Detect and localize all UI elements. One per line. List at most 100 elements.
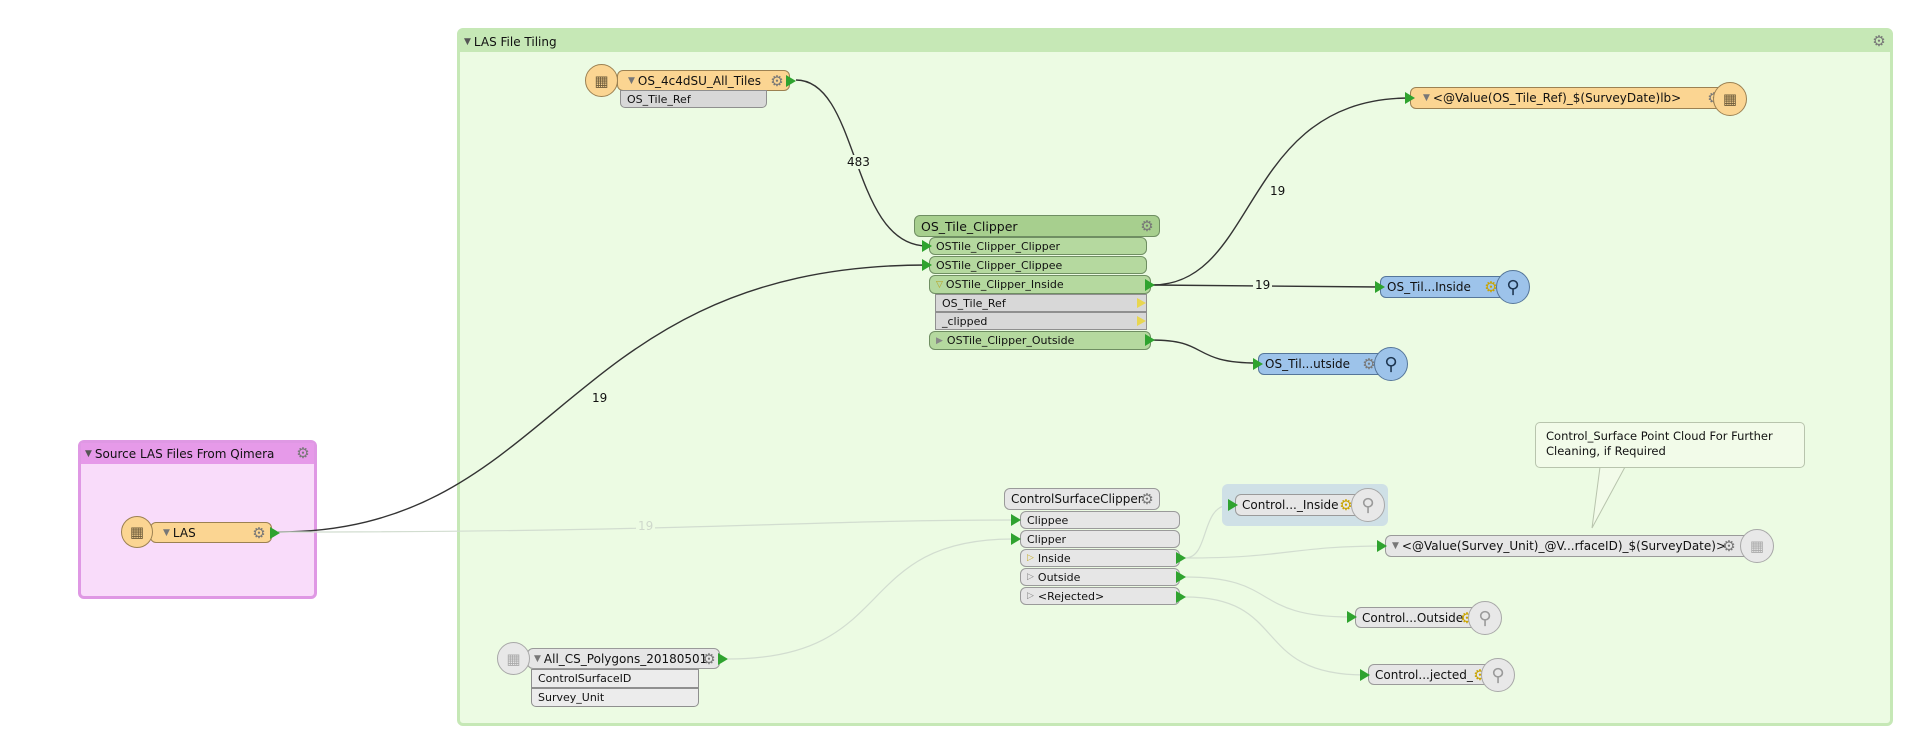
input-port[interactable]: [922, 259, 932, 271]
gear-icon[interactable]: ⚙: [1339, 496, 1353, 514]
node-name: OS_Til...utside: [1265, 357, 1351, 371]
input-port[interactable]: [1253, 358, 1263, 370]
output-port[interactable]: [1176, 552, 1186, 564]
port-label: OSTile_Clipper_Clippee: [936, 258, 1063, 272]
output-port[interactable]: [270, 527, 280, 539]
os-tiles-reader[interactable]: ▼ OS_4c4dSU_All_Tiles ⚙: [617, 70, 790, 91]
reader-table-icon[interactable]: ▦: [585, 64, 618, 97]
port-label: Inside: [1037, 551, 1071, 565]
input-port[interactable]: [1375, 281, 1385, 293]
expand-triangle-icon[interactable]: ▶: [936, 335, 943, 346]
connection-outside-to-inspector: [1151, 339, 1259, 364]
output-port[interactable]: [1176, 591, 1186, 603]
expand-triangle-icon[interactable]: ▷: [1027, 553, 1034, 563]
os-inspector-outside[interactable]: OS_Til...utside ⚙: [1258, 353, 1388, 375]
gear-icon[interactable]: ⚙: [702, 650, 716, 668]
group-las-file-tiling[interactable]: ▼ LAS File Tiling ⚙: [457, 28, 1893, 726]
collapse-triangle-icon[interactable]: ▼: [85, 448, 92, 459]
magnifier-icon[interactable]: ⚲: [1374, 347, 1408, 381]
input-port-clippee[interactable]: OSTile_Clipper_Clippee: [929, 256, 1147, 274]
reader-table-icon[interactable]: ▦: [497, 642, 530, 675]
attribute-row[interactable]: Survey_Unit: [531, 688, 699, 707]
output-port-inside[interactable]: ▽ OSTile_Clipper_Inside: [929, 275, 1151, 294]
port-label: <Rejected>: [1037, 589, 1105, 603]
expand-triangle-icon[interactable]: ▷: [1027, 591, 1034, 601]
attribute-port[interactable]: [1137, 298, 1146, 308]
gear-icon[interactable]: ⚙: [1140, 490, 1154, 508]
gear-icon[interactable]: ⚙: [1484, 278, 1498, 296]
group-source-las[interactable]: ▼ Source LAS Files From Qimera ⚙: [78, 440, 317, 599]
os-tile-clipper[interactable]: OS_Tile_Clipper ⚙: [914, 215, 1160, 237]
input-port[interactable]: [1011, 514, 1021, 526]
input-port-clipper[interactable]: Clipper: [1020, 530, 1180, 548]
connection-cs-outside-to-inspector: [1184, 576, 1351, 618]
magnifier-icon[interactable]: ⚲: [1496, 270, 1530, 304]
connection-las-to-cs-clippee: [277, 519, 1014, 533]
expand-triangle-icon[interactable]: ▼: [1392, 541, 1399, 551]
expand-triangle-icon[interactable]: ▼: [163, 527, 170, 538]
os-tile-writer[interactable]: ▼ <@Value(OS_Tile_Ref)_$(SurveyDate)lb> …: [1410, 87, 1745, 109]
gear-icon[interactable]: ⚙: [1140, 217, 1154, 235]
input-port[interactable]: [922, 240, 932, 252]
expand-triangle-icon[interactable]: ▼: [534, 653, 541, 664]
output-port[interactable]: [1145, 279, 1155, 291]
node-name: All_CS_Polygons_20180501: [543, 651, 708, 666]
magnifier-icon[interactable]: ⚲: [1468, 601, 1502, 635]
input-port[interactable]: [1011, 533, 1021, 545]
output-port[interactable]: [1145, 334, 1155, 346]
annotation-bubble[interactable]: Control_Surface Point Cloud For Further …: [1535, 422, 1805, 468]
node-name: OS_Tile_Clipper: [921, 218, 1018, 234]
input-port[interactable]: [1377, 540, 1387, 552]
input-port[interactable]: [1405, 92, 1415, 104]
magnifier-icon[interactable]: ⚲: [1351, 488, 1385, 522]
os-inspector-inside[interactable]: OS_Til...Inside ⚙: [1380, 276, 1510, 298]
collapse-triangle-icon[interactable]: ▼: [464, 36, 471, 47]
input-port[interactable]: [1347, 611, 1357, 623]
cs-polygons-reader[interactable]: ▼ All_CS_Polygons_20180501 ⚙: [527, 648, 720, 669]
group-title: LAS File Tiling: [473, 34, 557, 49]
attribute-port[interactable]: [1137, 316, 1146, 326]
input-port[interactable]: [1360, 669, 1370, 681]
cs-inspector-outside[interactable]: Control...Outside ⚙: [1355, 607, 1480, 628]
las-reader[interactable]: ▼ LAS ⚙: [150, 522, 272, 543]
gear-icon[interactable]: ⚙: [770, 72, 784, 90]
cs-clipper[interactable]: ControlSurfaceClipper ⚙: [1004, 488, 1160, 510]
cs-inspector-rejected[interactable]: Control...jected_ ⚙: [1368, 664, 1493, 685]
expand-triangle-icon[interactable]: ▼: [1423, 93, 1430, 103]
expand-triangle-icon[interactable]: ▷: [1027, 572, 1034, 582]
output-port[interactable]: [786, 75, 796, 87]
gear-icon[interactable]: ⚙: [296, 444, 310, 462]
output-port[interactable]: [718, 653, 728, 665]
attribute-row[interactable]: ControlSurfaceID: [531, 669, 699, 688]
input-port-clipper[interactable]: OSTile_Clipper_Clipper: [929, 237, 1147, 255]
writer-table-icon[interactable]: ▦: [1740, 529, 1774, 563]
cs-inspector-inside[interactable]: Control..._Inside ⚙: [1235, 494, 1365, 516]
gear-icon[interactable]: ⚙: [1722, 537, 1736, 555]
attribute-row[interactable]: OS_Tile_Ref: [935, 294, 1147, 312]
input-port[interactable]: [1228, 499, 1238, 511]
output-port-inside[interactable]: ▷ Inside: [1020, 549, 1180, 567]
expand-triangle-icon[interactable]: ▼: [628, 75, 635, 86]
gear-icon[interactable]: ⚙: [252, 524, 266, 542]
attribute-name: Survey_Unit: [538, 691, 605, 704]
magnifier-icon[interactable]: ⚲: [1481, 658, 1515, 692]
output-port[interactable]: [1176, 571, 1186, 583]
output-port-outside[interactable]: ▶ OSTile_Clipper_Outside: [929, 331, 1151, 350]
gear-icon[interactable]: ⚙: [1362, 355, 1376, 373]
attribute-row[interactable]: OS_Tile_Ref: [620, 90, 767, 108]
connection-polygons-to-cs-clipper: [727, 538, 1014, 660]
output-port-rejected[interactable]: ▷ <Rejected>: [1020, 587, 1180, 605]
attribute-row[interactable]: _clipped: [935, 312, 1147, 330]
group-header[interactable]: ▼ Source LAS Files From Qimera ⚙: [81, 443, 314, 464]
input-port-clippee[interactable]: Clippee: [1020, 511, 1180, 529]
attribute-name: ControlSurfaceID: [538, 672, 632, 685]
output-port-outside[interactable]: ▷ Outside: [1020, 568, 1180, 586]
port-label: OSTile_Clipper_Outside: [946, 334, 1075, 347]
cs-writer[interactable]: ▼ <@Value(Survey_Unit)_@V...rfaceID)_$(S…: [1385, 535, 1760, 557]
writer-table-icon[interactable]: ▦: [1713, 82, 1747, 116]
reader-table-icon[interactable]: ▦: [121, 516, 153, 548]
expand-triangle-icon[interactable]: ▽: [936, 279, 943, 290]
group-header[interactable]: ▼ LAS File Tiling ⚙: [460, 31, 1890, 52]
gear-icon[interactable]: ⚙: [1872, 32, 1886, 50]
